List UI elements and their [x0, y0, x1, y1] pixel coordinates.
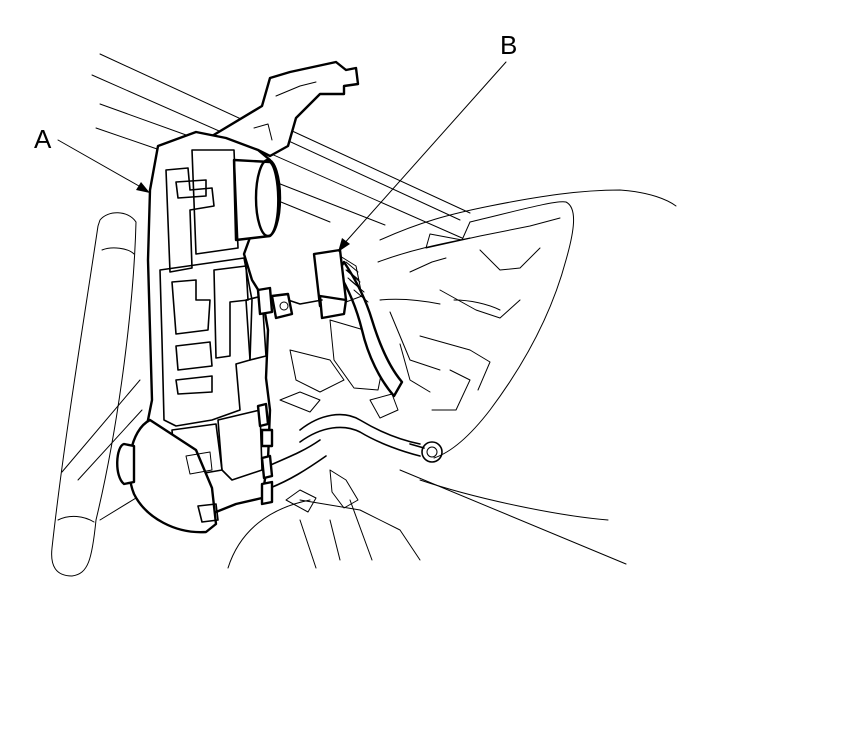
callout-a-label: A — [34, 124, 52, 154]
dashboard-opening — [377, 189, 677, 459]
connector-b — [312, 248, 363, 320]
callout-b: B — [338, 30, 517, 252]
callout-b-label: B — [500, 30, 517, 60]
callout-a: A — [34, 124, 150, 193]
steering-wheel — [51, 212, 143, 577]
callout-b-leader-line — [341, 61, 507, 247]
callout-a-leader-line — [57, 139, 147, 191]
callout-a-arrowhead — [136, 182, 150, 193]
callout-b-arrowhead — [338, 238, 350, 252]
wiring-harness — [259, 319, 443, 513]
dashboard-lower-lines — [227, 469, 627, 569]
connector-b-assembly — [270, 248, 404, 398]
gauge-assembly-a — [116, 60, 360, 534]
